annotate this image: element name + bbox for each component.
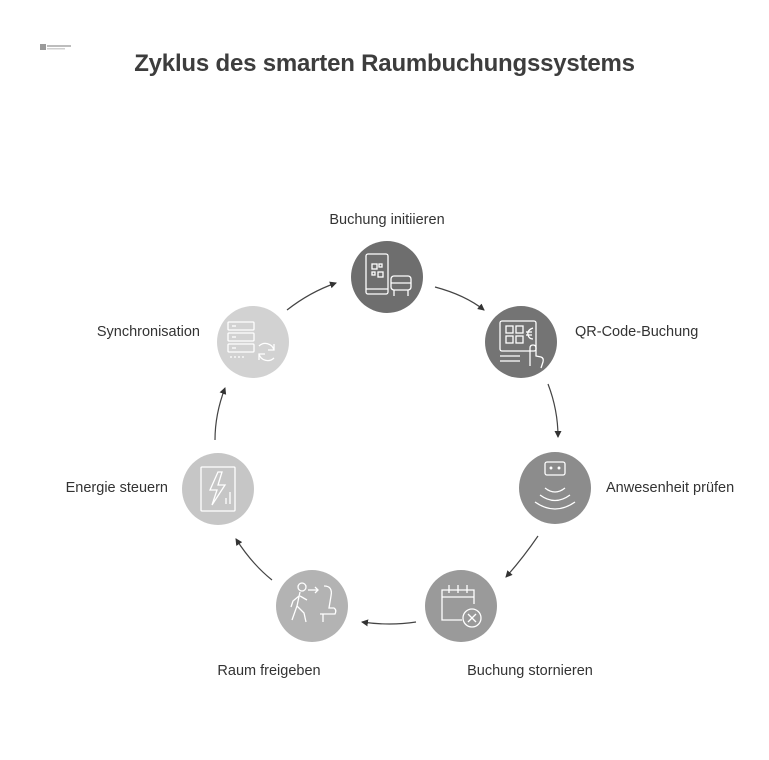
arrow-2-to-3 — [547, 383, 562, 438]
step-label: Buchung initiieren — [329, 212, 444, 228]
calendar-cancel-icon — [441, 585, 482, 628]
step-circle — [425, 570, 497, 642]
arrow-1-to-2 — [434, 286, 485, 311]
step-label: Raum freigeben — [217, 663, 320, 679]
energy-document-icon — [200, 466, 236, 512]
step-buchung-stornieren: Buchung stornieren — [425, 570, 593, 679]
person-leaving-seat-icon — [290, 582, 337, 623]
step-circle — [351, 241, 423, 313]
brand-logo-icon — [40, 44, 71, 50]
step-circle — [485, 306, 557, 378]
diagram-title: Zyklus des smarten Raumbuchungssystems — [134, 50, 635, 77]
step-circle — [519, 452, 591, 524]
step-label: Energie steuern — [66, 480, 168, 496]
step-label: Buchung stornieren — [467, 663, 593, 679]
arrow-7-to-1 — [286, 281, 337, 311]
arrow-5-to-6 — [235, 538, 273, 581]
step-label: QR-Code-Buchung — [575, 324, 698, 340]
step-anwesenheit-pruefen: Anwesenheit prüfen — [519, 452, 734, 524]
step-synchronisation: Synchronisation — [97, 306, 289, 378]
step-energie-steuern: Energie steuern — [66, 453, 254, 525]
step-circle — [276, 570, 348, 642]
step-label: Anwesenheit prüfen — [606, 480, 734, 496]
cycle-arrows — [214, 281, 562, 627]
arrow-4-to-5 — [361, 619, 417, 627]
step-circle — [182, 453, 254, 525]
step-circle — [217, 306, 289, 378]
arrow-3-to-4 — [505, 535, 539, 578]
phone-and-sofa-icon — [365, 253, 412, 296]
step-raum-freigeben: Raum freigeben — [217, 570, 348, 679]
presence-sensor-icon — [534, 461, 576, 510]
step-buchung-initiieren: Buchung initiieren — [329, 212, 445, 313]
step-label: Synchronisation — [97, 324, 200, 340]
step-qr-code-buchung: QR-Code-Buchung — [485, 306, 698, 378]
qr-code-touch-icon — [499, 320, 544, 369]
arrow-6-to-7 — [214, 387, 227, 441]
server-sync-icon — [227, 321, 275, 362]
